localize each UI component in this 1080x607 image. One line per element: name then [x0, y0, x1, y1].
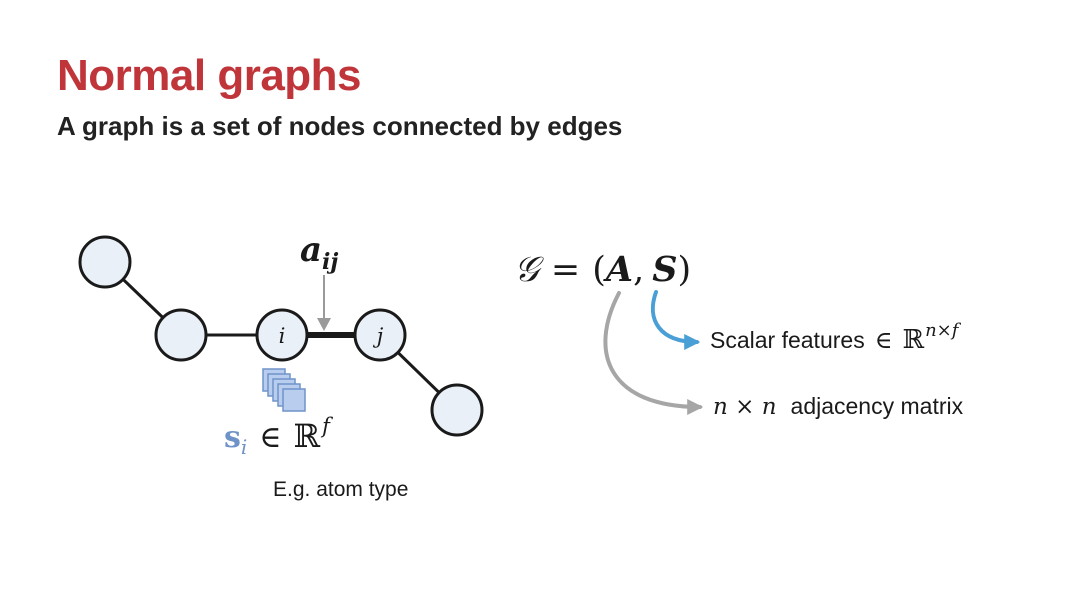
adjacency-arrow	[603, 291, 704, 415]
page-subtitle: A graph is a set of nodes connected by e…	[57, 111, 623, 141]
graph-node-j	[353, 308, 407, 362]
graph-node	[78, 235, 132, 289]
scalar-features-label: Scalar features∈ℝn×f	[710, 320, 962, 355]
graph-definition: 𝒢=(A,S)	[514, 249, 691, 290]
feature-formula: si∈ℝf	[224, 414, 333, 459]
graph-node-i	[255, 308, 309, 362]
scalar-arrow	[650, 290, 701, 350]
feature-caption: E.g. atom type	[273, 478, 408, 501]
node-j-label: j	[373, 324, 384, 348]
edge-label-pointer-head	[317, 318, 331, 331]
graph-node	[430, 383, 484, 437]
graph-node	[154, 308, 208, 362]
page-title: Normal graphs	[57, 51, 362, 100]
feature-stack-icon	[262, 368, 306, 412]
edge-label: aij	[300, 230, 338, 275]
node-i-label: i	[279, 324, 286, 348]
